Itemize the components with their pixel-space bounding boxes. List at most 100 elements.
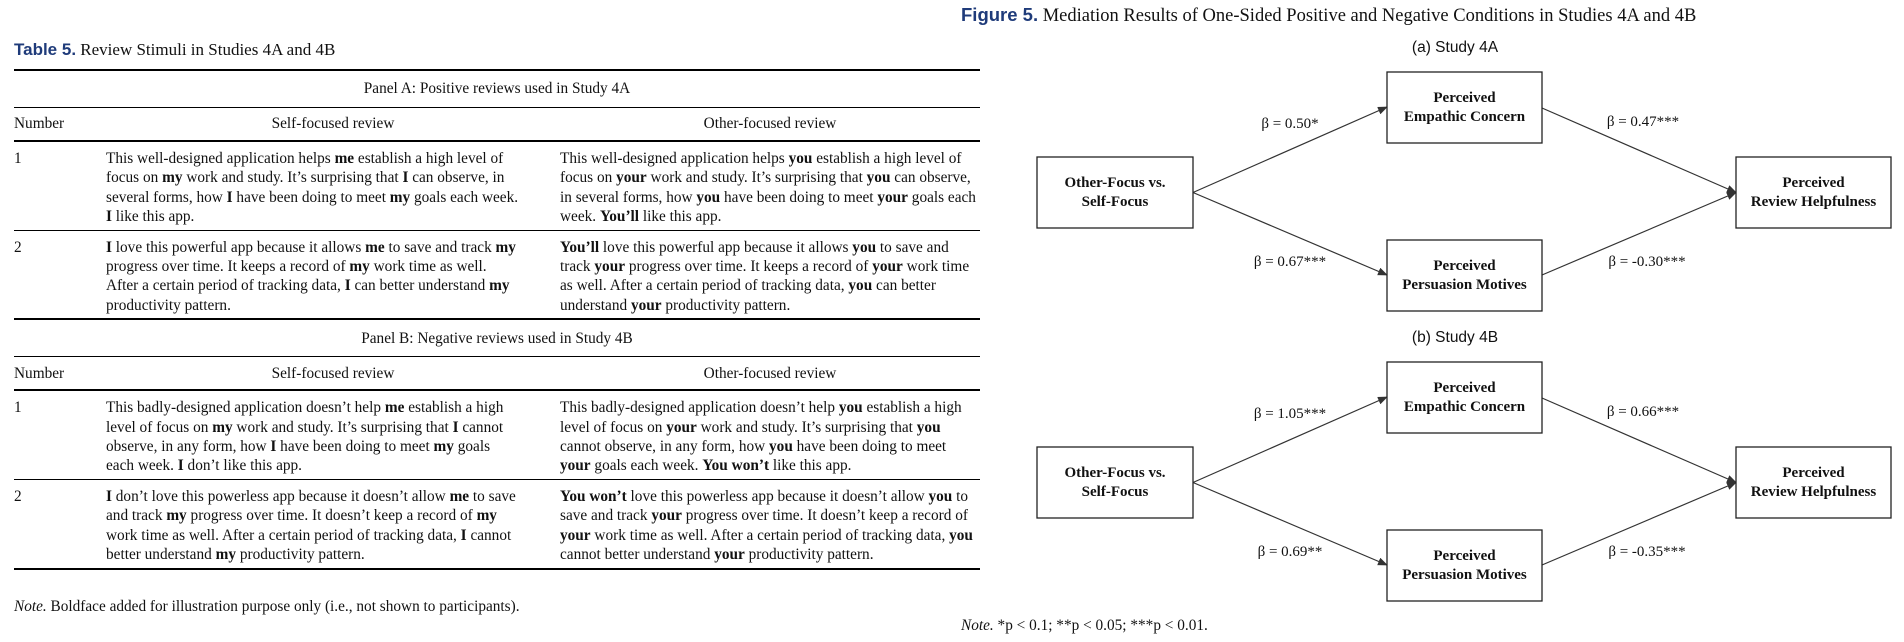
bold-pronoun: you [866,169,891,187]
column-header-number: Number [14,107,106,142]
table-row: 1 This badly-designed application doesn’… [14,390,980,480]
bold-pronoun: your [594,258,626,276]
table-note: Note. Boldface added for illustration pu… [14,598,520,616]
box-label-line: Perceived [1433,548,1496,564]
box-label-line: Self-Focus [1082,484,1149,500]
bold-pronoun: me [449,487,470,505]
figure-note: Note. *p < 0.1; **p < 0.05; ***p < 0.01. [961,617,1208,635]
box-label-line: Review Helpfulness [1751,484,1877,500]
figure-caption-text: Mediation Results of One-Sided Positive … [1042,6,1697,26]
table-row: 1 This well-designed application helps m… [14,141,980,231]
bold-pronoun: my [495,238,516,256]
bold-pronoun: you [788,150,813,167]
box-label-line: Empathic Concern [1404,399,1526,415]
box-label-line: Empathic Concern [1404,109,1526,125]
bold-pronoun: my [476,507,497,525]
bold-pronoun: your [560,457,591,475]
bold-pronoun: my [433,438,454,456]
self-review-text: I don’t love this powerless app because … [106,479,560,570]
box-label-line: Persuasion Motives [1402,277,1527,293]
row-number: 2 [14,230,106,321]
path-b1-arrow [1541,397,1737,484]
box-label-line: Perceived [1433,258,1496,274]
bold-pronoun: I [226,188,233,206]
bold-pronoun: I [460,526,467,544]
bold-pronoun: my [166,507,187,525]
panel-subtitle: (b) Study 4B [1412,329,1498,346]
path-b2-arrow [1541,191,1737,276]
bold-pronoun: I [270,438,277,456]
bold-pronoun: your [560,526,591,544]
bold-pronoun: I [402,169,409,187]
bold-pronoun: your [616,169,647,187]
other-review-text: This well-designed application helps you… [560,141,980,231]
box-label-line: Review Helpfulness [1751,194,1877,210]
panel-title: Panel A: Positive reviews used in Study … [14,69,980,108]
bold-pronoun: your [877,188,908,206]
bold-pronoun: you [916,418,941,436]
figure-caption-label: Figure 5. [961,4,1039,25]
bold-pronoun: I [106,487,112,505]
bold-pronoun: you [838,399,863,417]
path-a1-coefficient: β = 0.50* [1261,116,1318,132]
bold-pronoun: you [696,188,721,206]
box-label-line: Perceived [1433,380,1496,396]
bold-pronoun: You’ll [560,238,600,256]
panel-title: Panel B: Negative reviews used in Study … [14,319,980,358]
table-caption-label: Table 5. [14,40,77,59]
row-number: 1 [14,390,106,480]
self-review-text: This well-designed application helps me … [106,141,560,231]
column-header-other: Other-focused review [560,107,980,142]
path-b2-coefficient: β = -0.35*** [1608,544,1685,560]
figure-note-text: *p < 0.1; **p < 0.05; ***p < 0.01. [993,617,1208,634]
bold-pronoun: You won’t [560,487,627,505]
table-note-label: Note. [14,598,47,615]
bold-pronoun: you [848,277,873,295]
column-header-number: Number [14,356,106,392]
bold-pronoun: my [212,418,233,436]
bold-pronoun: my [349,258,370,276]
table-note-text: Boldface added for illustration purpose … [46,598,520,615]
self-review-text: This badly-designed application doesn’t … [106,390,560,480]
bold-pronoun: me [334,150,355,167]
bold-pronoun: your [872,258,903,276]
box-label-line: Perceived [1782,175,1845,191]
panel-header: Panel B: Negative reviews used in Study … [14,319,980,358]
figure-caption: Figure 5. Mediation Results of One-Sided… [961,4,1696,27]
bold-pronoun: I [344,277,351,295]
path-b2-arrow [1541,481,1737,566]
bold-pronoun: I [106,238,112,256]
bold-pronoun: you [769,438,793,456]
bold-pronoun: me [365,238,385,256]
panel-header: Panel A: Positive reviews used in Study … [14,69,980,108]
bold-pronoun: your [714,546,745,564]
path-b1-arrow [1541,107,1737,194]
bold-pronoun: my [162,169,183,187]
review-stimuli-table: Panel A: Positive reviews used in Study … [14,69,980,570]
bold-pronoun: my [389,188,411,206]
path-a2-coefficient: β = 0.69** [1258,544,1323,560]
bold-pronoun: your [630,296,662,314]
table-caption-text: Review Stimuli in Studies 4A and 4B [80,40,336,59]
bold-pronoun: I [106,208,112,226]
path-b2-coefficient: β = -0.30*** [1608,254,1685,270]
self-review-text: I love this powerful app because it allo… [106,230,560,321]
table-caption: Table 5. Review Stimuli in Studies 4A an… [14,40,335,60]
box-label-line: Other-Focus vs. [1064,175,1165,191]
bold-pronoun: You’ll [599,208,640,226]
column-header-row: Number Self-focused review Other-focused… [14,356,980,392]
bold-pronoun: your [666,418,697,436]
path-a1-coefficient: β = 1.05*** [1254,406,1326,422]
bold-pronoun: I [452,418,459,436]
box-label-line: Self-Focus [1082,194,1149,210]
other-review-text: This badly-designed application doesn’t … [560,390,980,480]
bold-pronoun: my [215,546,236,564]
figure-note-label: Note. [961,617,994,634]
box-label-line: Perceived [1433,90,1496,106]
